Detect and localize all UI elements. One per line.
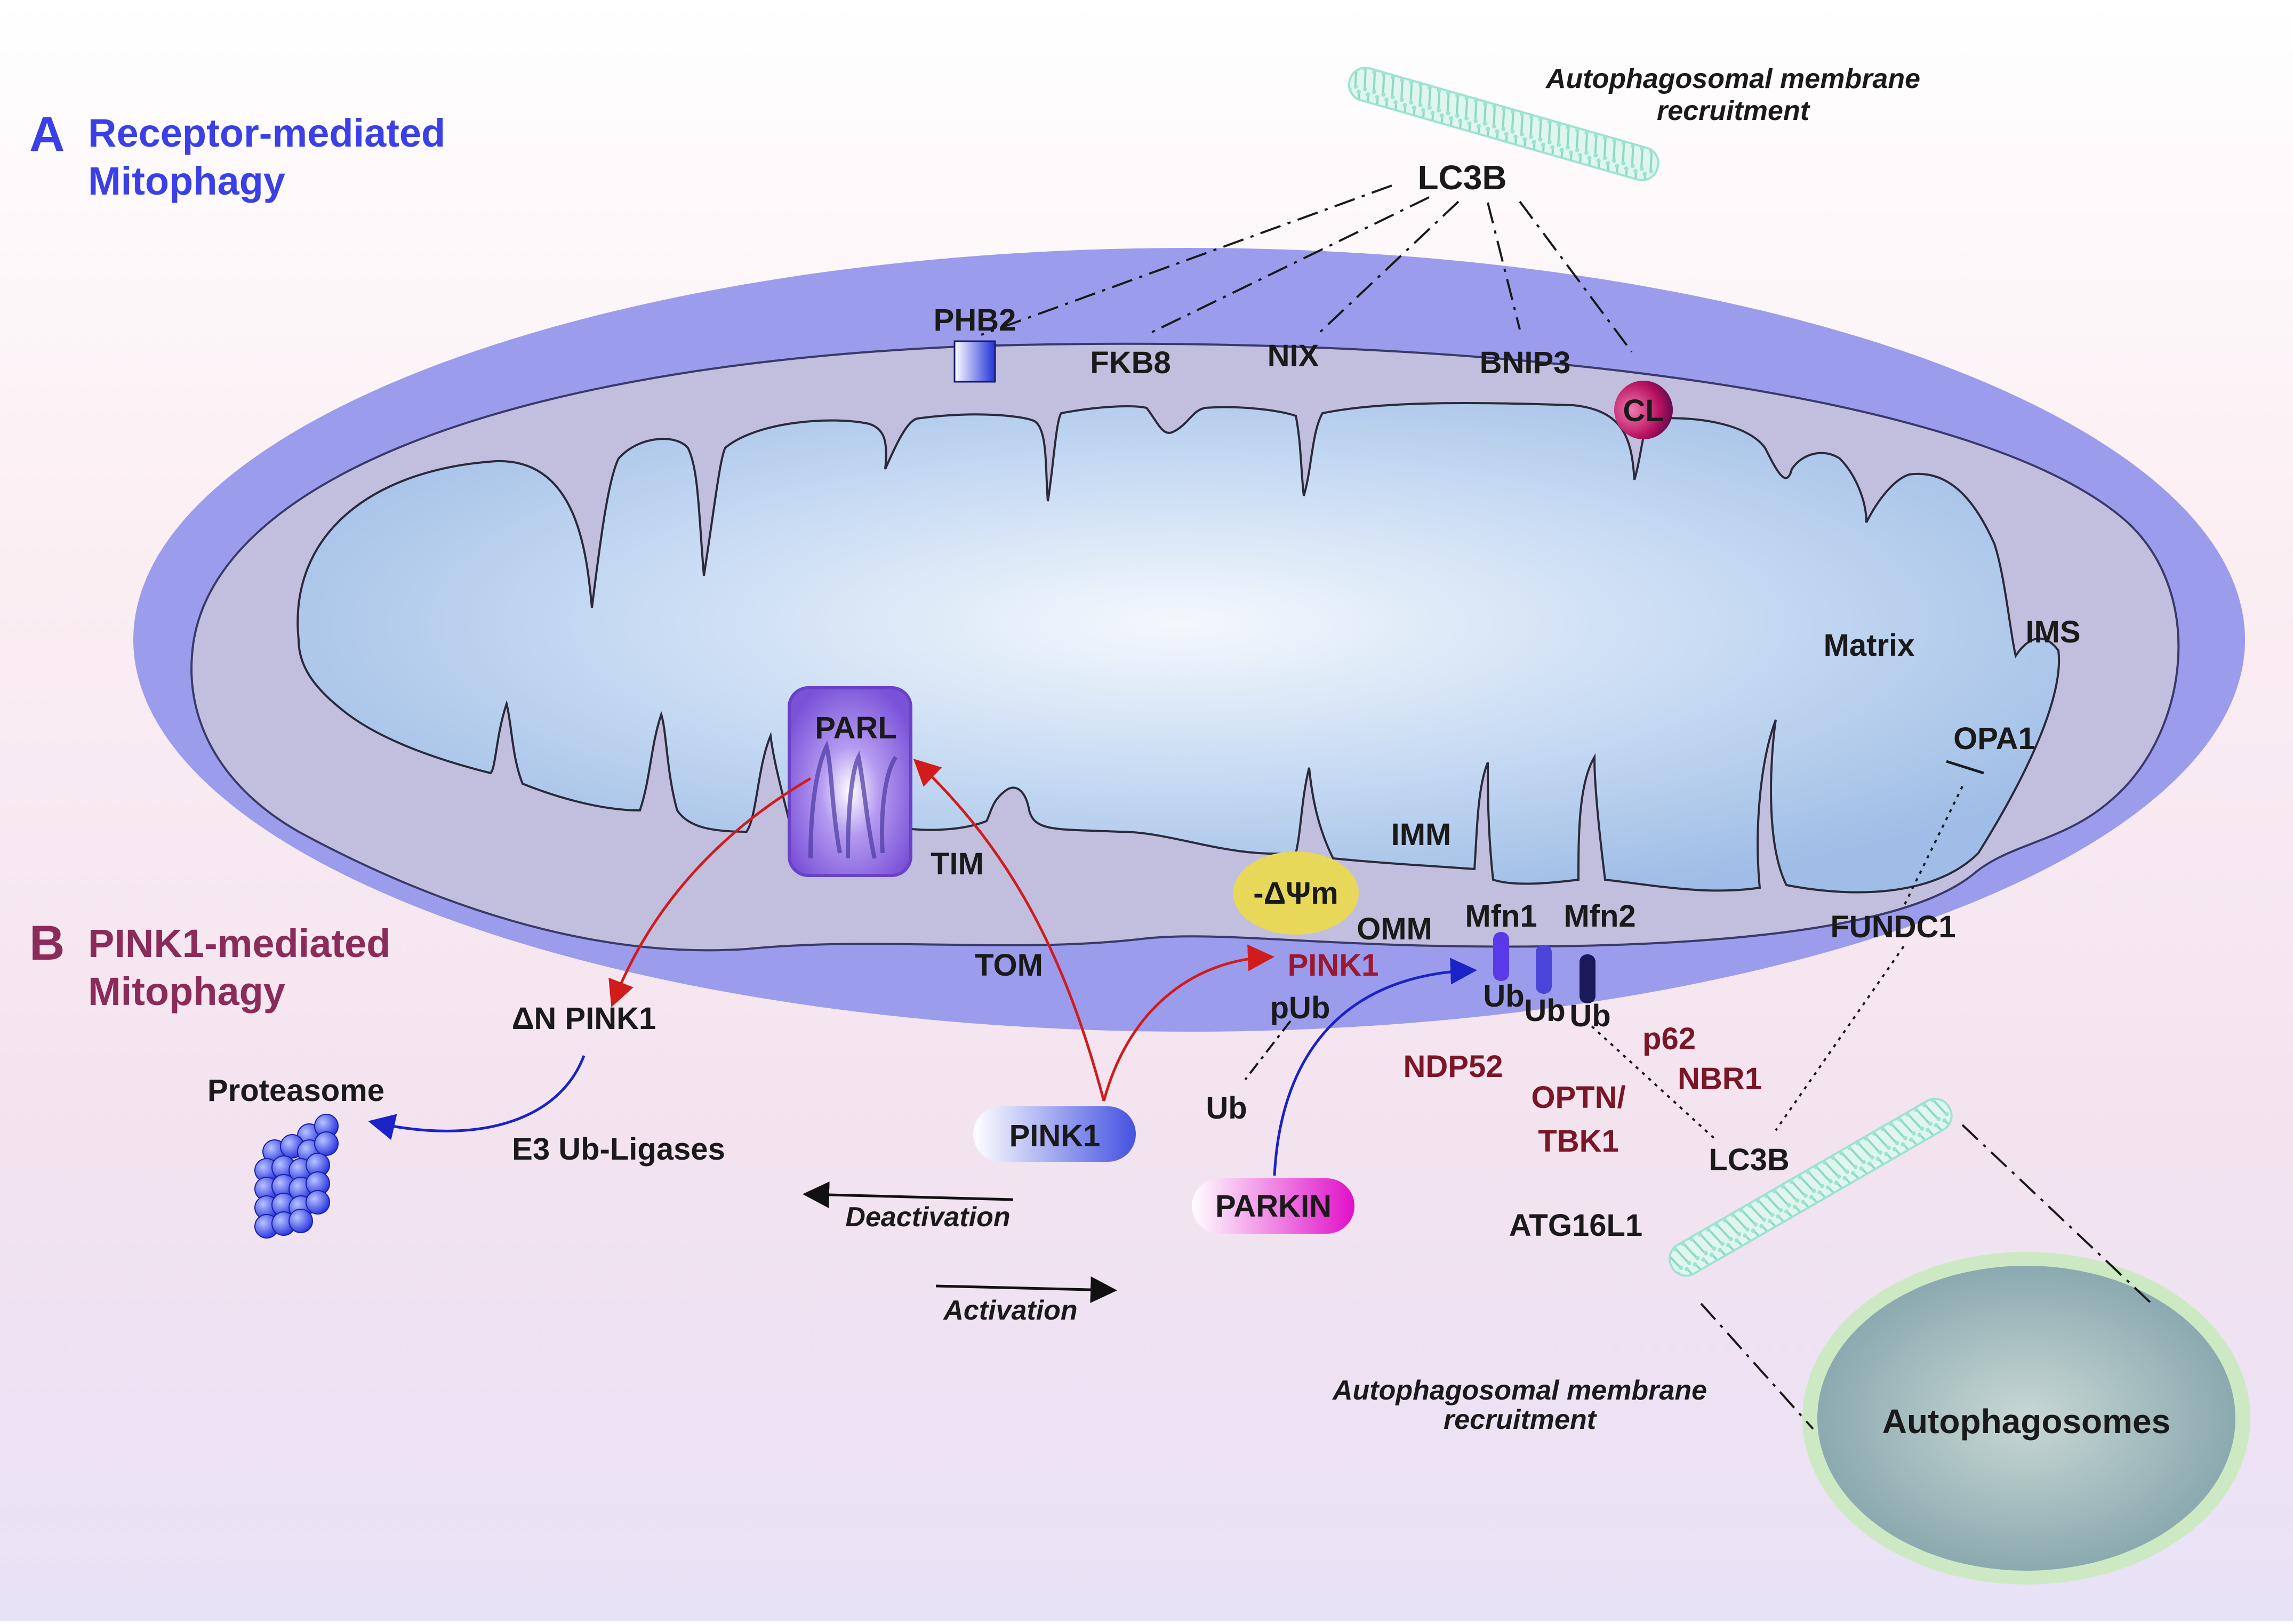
- pink1-to-parl-arrow: [913, 759, 1105, 1102]
- pub-ub-link: [1244, 1020, 1292, 1081]
- membrane-potential-loss: [1233, 851, 1359, 935]
- opa1-tick: [1946, 760, 1984, 775]
- ub-lc3b-link: [1591, 1025, 1718, 1142]
- section-a-title-line2: Mitophagy: [88, 159, 285, 203]
- ndp52-label: NDP52: [1404, 1049, 1503, 1084]
- delta-n-pink1-label: ΔN PINK1: [512, 1001, 656, 1036]
- mfn-capsule-2: [1536, 945, 1552, 994]
- activation-label: Activation: [942, 1295, 1077, 1326]
- pink1-cytosol-label: PINK1: [1009, 1119, 1101, 1153]
- parkin-to-mfn-arrow: [1273, 958, 1477, 1176]
- section-a-letter: A: [29, 107, 65, 162]
- autophagosome-inner: [1817, 1266, 2235, 1571]
- parl-cleavage-arrow: [608, 777, 812, 1008]
- pink1-cytosol-pill: [973, 1106, 1136, 1162]
- ub-tag-3: Ub: [1569, 999, 1610, 1033]
- bnip3-label: BNIP3: [1480, 345, 1571, 380]
- bottom-autophagosome-membrane: [1668, 1097, 1953, 1277]
- deactivation-arrow: [803, 1181, 1014, 1209]
- pink1-omm-label: PINK1: [1288, 948, 1379, 983]
- parkin-label: PARKIN: [1215, 1189, 1332, 1224]
- matrix-label: Matrix: [1824, 628, 1915, 663]
- autophagosomes-label: Autophagosomes: [1882, 1402, 2170, 1441]
- fundc1-label: FUNDC1: [1830, 910, 1955, 944]
- lc3b-receptor-links: [981, 184, 1633, 353]
- proteasome-icon: [254, 1114, 339, 1239]
- opa1-label: OPA1: [1953, 721, 2035, 756]
- deactivation-label: Deactivation: [845, 1202, 1010, 1233]
- parl-label: PARL: [815, 711, 897, 745]
- ub-tag-1: Ub: [1483, 979, 1524, 1014]
- mfn2-capsule: [1580, 954, 1596, 1003]
- optn-label-line1: OPTN/: [1531, 1080, 1625, 1115]
- section-b-letter: B: [29, 916, 65, 970]
- fkb8-label: FKB8: [1090, 345, 1170, 380]
- section-b-title-line2: Mitophagy: [88, 969, 285, 1014]
- nix-label: NIX: [1268, 339, 1319, 373]
- pink1-to-omm-arrow: [1102, 944, 1274, 1102]
- lc3b-top-label: LC3B: [1417, 158, 1506, 197]
- top-recruitment-line1: Autophagosomal membrane: [1545, 63, 1920, 94]
- membrane-potential-label: -ΔΨm: [1253, 876, 1338, 911]
- phb2-marker: [953, 340, 996, 383]
- ub-tag-2: Ub: [1524, 993, 1565, 1028]
- delta-n-pink1-degradation-arrow: [368, 1055, 586, 1140]
- phb2-label: PHB2: [934, 303, 1016, 337]
- ims-label: IMS: [2025, 615, 2080, 649]
- nbr1-label: NBR1: [1678, 1062, 1762, 1096]
- cardiolipin-marker: [1614, 381, 1673, 439]
- e3-ligases-label: E3 Ub-Ligases: [512, 1132, 725, 1167]
- bottom-recruitment-line1: Autophagosomal membrane: [1332, 1375, 1707, 1406]
- omm-label: OMM: [1357, 912, 1432, 946]
- ub-label: Ub: [1206, 1091, 1247, 1125]
- membrane-to-autophagosome-links: [1700, 1124, 2155, 1430]
- atg16l1-label: ATG16L1: [1509, 1208, 1642, 1243]
- section-a-title-line1: Receptor-mediated: [88, 111, 445, 155]
- imm-label: IMM: [1391, 817, 1452, 852]
- top-autophagosome-membrane: [1348, 67, 1659, 181]
- proteasome-label: Proteasome: [207, 1073, 384, 1108]
- top-recruitment-line2: recruitment: [1657, 95, 1811, 126]
- tom-label: TOM: [975, 948, 1043, 983]
- parl-complex: [788, 686, 912, 877]
- lc3b-bottom-label: LC3B: [1709, 1143, 1789, 1177]
- cl-label: CL: [1623, 393, 1664, 428]
- p62-label: p62: [1642, 1022, 1696, 1056]
- optn-label-line2: TBK1: [1538, 1124, 1618, 1159]
- parkin-pill: [1192, 1178, 1354, 1234]
- mfn2-label: Mfn2: [1564, 899, 1635, 934]
- mfn1-capsule: [1493, 932, 1509, 981]
- section-b-title-line1: PINK1-mediated: [88, 921, 390, 966]
- activation-arrow: [935, 1276, 1117, 1304]
- opa1-fundc1-lc3b-link: [1775, 786, 1963, 1131]
- mfn1-label: Mfn1: [1465, 899, 1537, 934]
- tim-label: TIM: [931, 847, 984, 881]
- bottom-recruitment-line2: recruitment: [1444, 1404, 1598, 1435]
- pub-label: pUb: [1270, 991, 1330, 1025]
